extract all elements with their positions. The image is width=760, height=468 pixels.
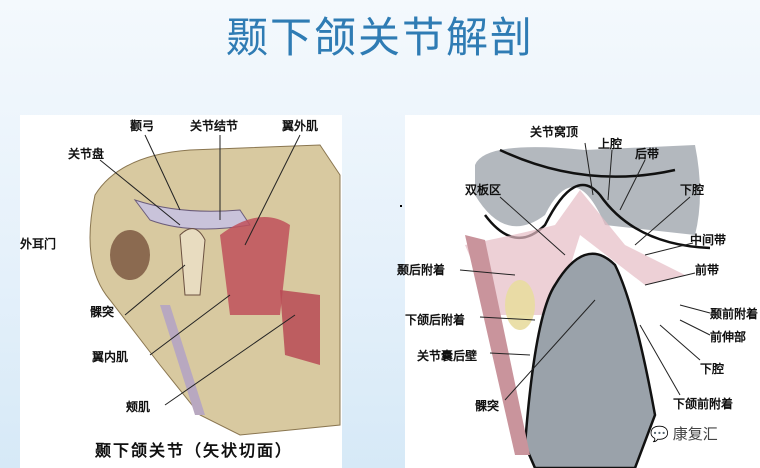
chat-bubble-icon: 💬 [650,424,669,443]
label-lower-cavity-bottom: 下腔 [700,362,725,376]
label-buccinator: 颊肌 [126,400,151,414]
label-condyle: 髁突 [90,305,115,319]
label-lower-cavity-top: 下腔 [680,183,705,197]
label-external-ear: 外耳门 [20,237,57,251]
disc-detail-illustration [459,142,711,468]
label-condyle-right: 髁突 [475,399,500,413]
label-intermediate-zone: 中间带 [690,233,727,247]
label-articular-tubercle: 关节结节 [190,119,239,133]
label-zygomatic-arch: 颧弓 [130,119,155,133]
label-mandibular-anterior-attachment: 下颌前附着 [673,397,734,411]
sagittal-section-illustration [89,134,341,436]
label-lateral-pterygoid: 翼外肌 [282,119,319,133]
watermark-text: 康复汇 [672,425,718,443]
label-medial-pterygoid: 翼内肌 [92,350,129,364]
label-bilaminar-zone: 双板区 [465,183,502,197]
watermark: 💬 康复汇 [650,423,718,444]
label-anterior-band: 前带 [695,263,720,277]
label-mandibular-posterior-attachment: 下颌后附着 [405,313,466,327]
label-fossa-roof: 关节窝顶 [530,125,579,139]
disc-detail-figure: 关节窝顶 上腔 后带 双板区 下腔 中间带 前带 颞后附着 下颌后附着 关节囊后… [397,115,760,468]
label-posterior-band: 后带 [635,147,660,161]
label-capsule-posterior-wall: 关节囊后壁 [417,349,478,363]
label-anterior-extension: 前伸部 [710,330,747,344]
figure-caption: 颞下颌关节（矢状切面） [95,441,294,460]
label-upper-cavity: 上腔 [598,137,623,151]
label-temporal-anterior-attachment: 颞前附着 [710,307,759,321]
stray-dot [400,205,402,207]
slide-title: 颞下颌关节解剖 [225,13,534,62]
sagittal-section-figure: 颧弓 关节结节 翼外肌 关节盘 外耳门 髁突 翼内肌 颊肌 颞下颌关节（矢状切面… [20,115,342,468]
label-temporal-posterior-attachment: 颞后附着 [397,263,446,277]
label-articular-disc: 关节盘 [68,147,105,161]
